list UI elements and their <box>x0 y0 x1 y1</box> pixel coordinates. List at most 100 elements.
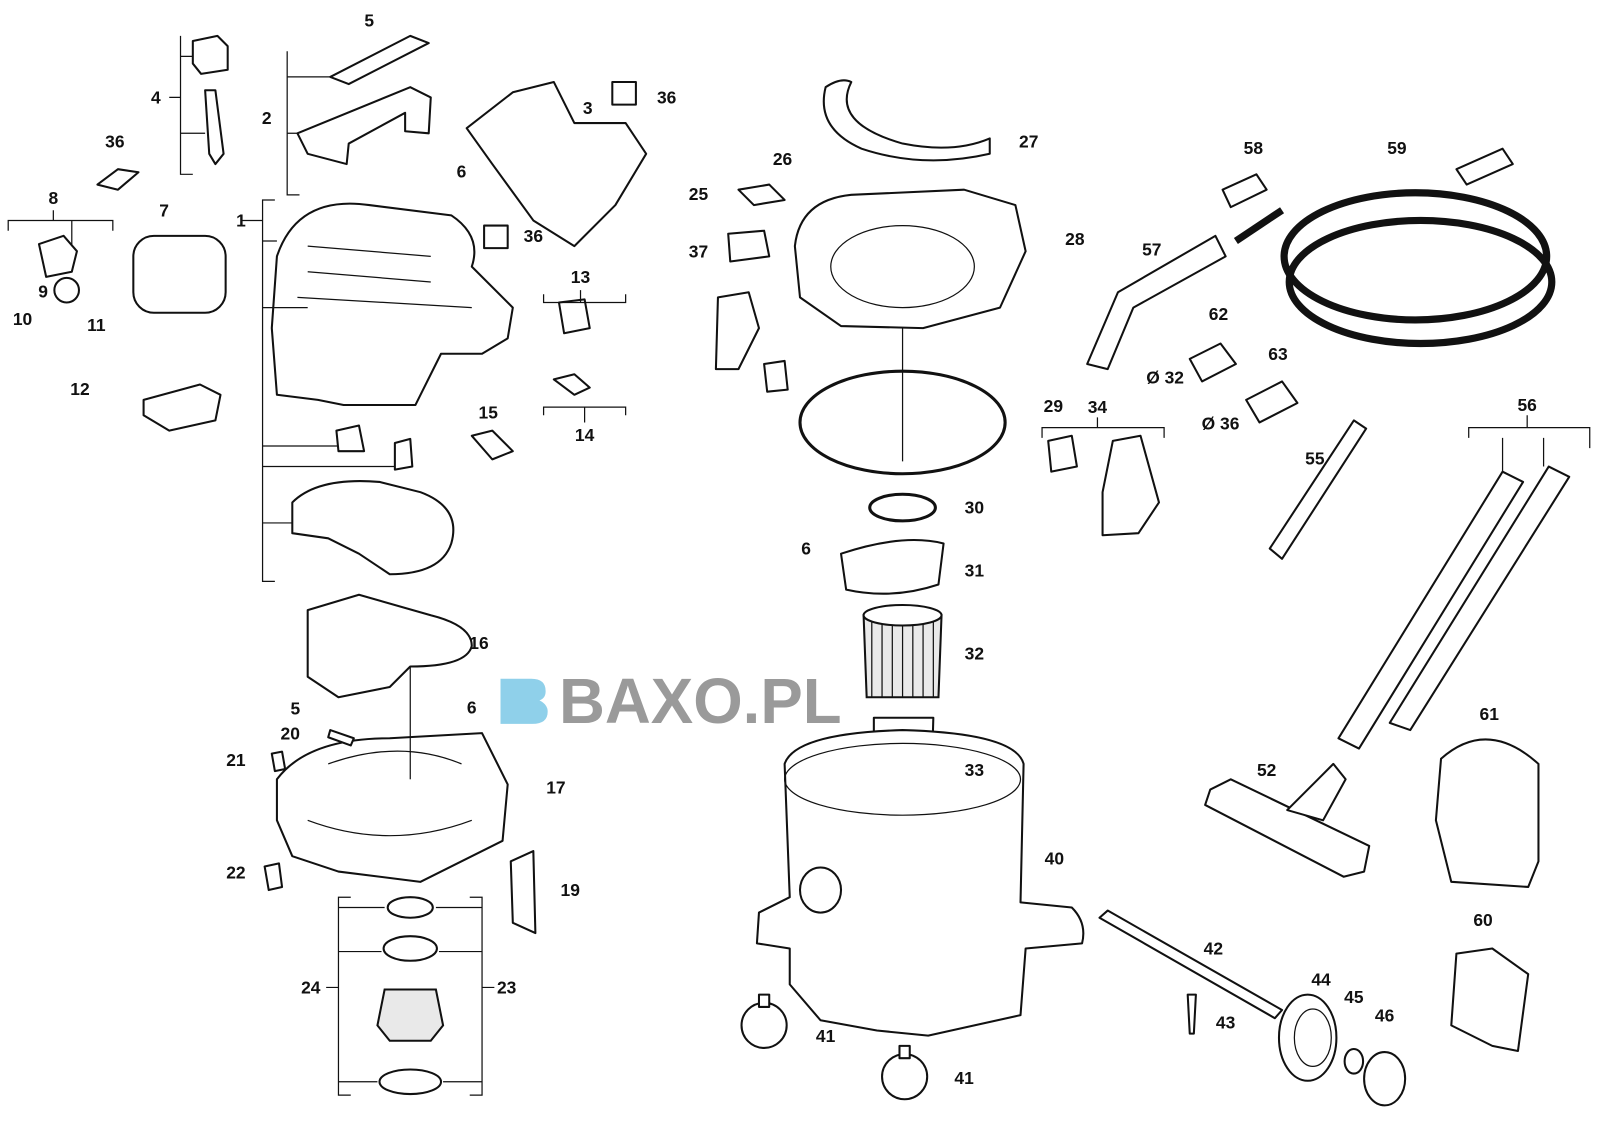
part-sensor <box>263 862 284 892</box>
callout-label: 8 <box>48 188 58 208</box>
callout-label: 6 <box>457 161 467 181</box>
callout-label: 14 <box>575 425 595 445</box>
part-cable-clip-13 <box>557 298 591 335</box>
part-wheel-44 <box>1277 993 1338 1082</box>
part-caster-a <box>740 993 788 1049</box>
part-dust-bag-60 <box>1450 947 1530 1053</box>
callout-label: 31 <box>965 560 985 580</box>
callout-label: 7 <box>159 200 169 220</box>
part-axle-42 <box>1098 909 1284 1020</box>
part-motor-housing <box>275 732 509 883</box>
callout-label: 41 <box>816 1026 836 1046</box>
callout-label: 36 <box>657 88 677 108</box>
part-ring-bottom <box>378 1068 443 1096</box>
part-deflector-27 <box>822 79 991 162</box>
part-switch-cap <box>191 34 229 166</box>
callout-label: 41 <box>954 1068 974 1088</box>
part-knob <box>53 276 80 304</box>
callout-label: 9 <box>38 281 48 301</box>
callout-label: 25 <box>689 184 709 204</box>
part-extension-tube-a <box>1337 470 1525 750</box>
callout-label: 36 <box>524 226 544 246</box>
watermark-logo <box>500 678 548 724</box>
callout-label: 27 <box>1019 132 1038 152</box>
callout-label: 12 <box>70 379 89 399</box>
part-holder-34 <box>1047 434 1160 537</box>
callout-label: Ø 36 <box>1202 414 1240 434</box>
part-seal-30 <box>868 492 937 523</box>
part-floor-nozzle-52 <box>1204 778 1371 878</box>
part-ring-mid <box>382 935 438 962</box>
part-baffle <box>306 593 473 699</box>
part-washer-45 <box>1343 1047 1365 1075</box>
part-extension-tube-b <box>1388 465 1571 732</box>
part-bracket-small <box>763 359 789 393</box>
callout-label: 5 <box>364 11 374 31</box>
callout-label: 1 <box>236 211 246 231</box>
callout-label: 62 <box>1209 304 1228 324</box>
part-latch-a <box>335 424 366 453</box>
callout-label: 37 <box>689 241 708 261</box>
part-reducer-63 <box>1245 380 1299 424</box>
part-filter-frame-31 <box>840 539 945 595</box>
callout-label: 16 <box>469 633 489 653</box>
callout-label: 22 <box>226 863 245 883</box>
part-hubcap-46 <box>1363 1051 1407 1107</box>
part-gasket-plate <box>291 480 455 576</box>
part-cable-holder <box>465 81 648 248</box>
callout-label: 6 <box>801 539 811 559</box>
callout-label: 63 <box>1268 344 1288 364</box>
callout-label: 13 <box>571 267 591 287</box>
callout-label: 45 <box>1344 987 1364 1007</box>
callout-label: 43 <box>1216 1012 1236 1032</box>
callout-label: 20 <box>281 723 300 743</box>
callout-label: 29 <box>1044 396 1064 416</box>
callout-label: 30 <box>965 498 984 518</box>
callout-label: 5 <box>291 699 301 719</box>
part-filter-37 <box>727 229 771 263</box>
callout-label: 57 <box>1142 239 1161 259</box>
part-filter-pad-36b <box>611 81 637 106</box>
part-top-ring-28 <box>793 188 1027 330</box>
baxo-watermark: BAXO.PL <box>500 666 842 737</box>
callout-label: 23 <box>497 978 517 998</box>
callout-label: 60 <box>1473 910 1492 930</box>
callout-label: 17 <box>546 778 565 798</box>
callout-label: 59 <box>1387 138 1407 158</box>
callout-label: 21 <box>226 750 246 770</box>
callout-label: 19 <box>561 880 581 900</box>
callout-label: 58 <box>1244 138 1264 158</box>
part-dust-bag-61 <box>1434 738 1540 888</box>
part-pcb <box>142 383 222 432</box>
callout-label: 3 <box>583 98 593 118</box>
part-switch <box>37 234 78 278</box>
callout-label: 56 <box>1517 395 1537 415</box>
part-bracket <box>714 291 760 371</box>
part-brush <box>270 750 287 773</box>
callout-label: 61 <box>1480 704 1500 724</box>
part-screw-43 <box>1186 993 1197 1035</box>
callout-label: 32 <box>965 643 984 663</box>
part-latch-b <box>393 437 414 471</box>
callout-label: 28 <box>1065 229 1085 249</box>
part-filter-pad-36a <box>96 168 140 191</box>
part-ring-top <box>386 896 434 919</box>
callout-label: 10 <box>13 309 32 329</box>
callout-label: 42 <box>1204 939 1223 959</box>
callout-label: 46 <box>1375 1005 1395 1025</box>
callout-label: 52 <box>1257 760 1276 780</box>
callout-label: 4 <box>151 88 161 108</box>
part-handle <box>296 34 432 166</box>
part-container-40 <box>755 729 1085 1037</box>
part-filter-pad-36c <box>483 224 509 250</box>
callout-label: Ø 32 <box>1146 367 1184 387</box>
callout-label: 2 <box>262 108 272 128</box>
callout-label: 34 <box>1088 397 1108 417</box>
part-adapter-58 <box>1221 173 1268 209</box>
callout-label: 6 <box>467 698 477 718</box>
callout-label: 36 <box>105 132 125 152</box>
part-cable-clip-14 <box>552 373 591 396</box>
callout-label: 26 <box>773 149 793 169</box>
